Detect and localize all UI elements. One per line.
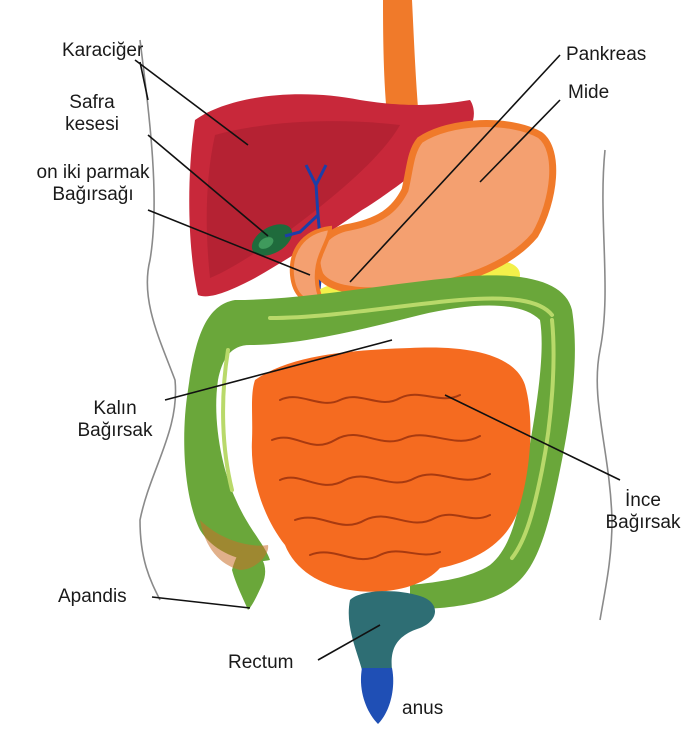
small-intestine bbox=[252, 347, 531, 591]
body-outline-left bbox=[140, 40, 176, 600]
body-outline-right bbox=[597, 150, 612, 620]
label-liver: Karaciğer bbox=[62, 40, 143, 62]
label-large-intestine: Kalın Bağırsak bbox=[60, 398, 170, 442]
label-stomach: Mide bbox=[568, 82, 609, 104]
label-large-intestine-line2: Bağırsak bbox=[60, 420, 170, 442]
rectum bbox=[349, 591, 435, 670]
label-large-intestine-line1: Kalın bbox=[60, 398, 170, 420]
label-appendix: Apandis bbox=[58, 586, 127, 608]
label-small-intestine-line2: Bağırsak bbox=[588, 512, 698, 534]
leader-appendix bbox=[152, 597, 250, 608]
label-gallbladder-line2: kesesi bbox=[52, 114, 132, 136]
label-duodenum: on iki parmak Bağırsağı bbox=[4, 162, 182, 206]
label-duodenum-line1: on iki parmak bbox=[4, 162, 182, 184]
label-gallbladder-line1: Safra bbox=[52, 92, 132, 114]
label-pancreas: Pankreas bbox=[566, 44, 646, 66]
label-rectum: Rectum bbox=[228, 652, 293, 674]
leader-liver-1 bbox=[135, 60, 248, 145]
label-anus: anus bbox=[402, 698, 443, 720]
label-small-intestine: İnce Bağırsak bbox=[588, 490, 698, 534]
anus bbox=[361, 668, 393, 724]
label-small-intestine-line1: İnce bbox=[588, 490, 698, 512]
label-gallbladder: Safra kesesi bbox=[52, 92, 132, 136]
label-duodenum-line2: Bağırsağı bbox=[4, 184, 182, 206]
